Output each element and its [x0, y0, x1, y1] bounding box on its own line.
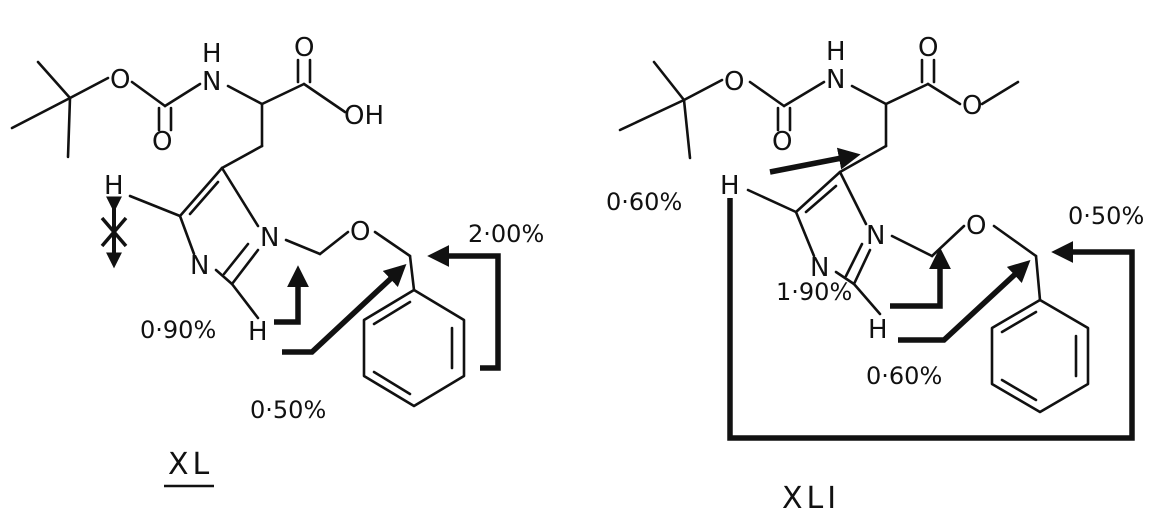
n1-label: N [260, 223, 279, 253]
noe-value-h5-benzylic: 0·50% [1068, 202, 1144, 230]
carbonyl-oxygen-label: O [294, 33, 314, 63]
h5-label: H [104, 171, 124, 201]
h2-label: H [248, 317, 268, 347]
noe-arrow-h2-to-benzylic [898, 260, 1031, 343]
amino-acid-backbone-bonds [838, 58, 1020, 174]
ether-oxygen-label: O [966, 211, 986, 241]
h2-label: H [868, 315, 888, 345]
n3-label: N [190, 251, 209, 281]
carbamate-oxygen-label: O [772, 127, 792, 157]
tert-butyl-group [10, 60, 110, 159]
noe-value-h2-ch2: 0·90% [140, 316, 216, 344]
phenyl-ring [990, 298, 1090, 414]
methoxy-oxygen-label: O [962, 91, 982, 121]
noe-arrow-h2-to-benzylic [282, 264, 407, 355]
boc-carbamate-bonds [130, 80, 202, 132]
h5-label: H [720, 171, 740, 201]
hydroxyl-label: OH [344, 101, 384, 131]
noe-value-h2-benzylic: 0·50% [250, 396, 326, 424]
n3-label: N [810, 253, 829, 283]
compound-label-xl: XL [168, 447, 213, 482]
imidazole-ring [746, 170, 882, 316]
nh-nitrogen-label: N [202, 67, 221, 97]
compound-label-xli: XLI [782, 481, 840, 516]
tert-butyl-group [618, 60, 724, 160]
boc-carbamate-bonds [748, 80, 826, 132]
ether-oxygen-label: O [350, 217, 370, 247]
noe-arrow-h5-to-beta-ch2 [769, 147, 861, 175]
noe-arrow-h5-to-benzylic [727, 198, 1135, 441]
no-enhancement-arrow [100, 196, 128, 269]
n1-label: N [866, 221, 885, 251]
noe-value-h2-ch2: 1·90% [776, 278, 852, 306]
noe-value-benzylic-phenyl: 2·00% [468, 220, 544, 248]
nh-hydrogen-label: H [826, 37, 846, 67]
benzyloxymethyl-bonds [284, 230, 416, 292]
noe-value-h5: 0·60% [606, 188, 682, 216]
benzyloxymethyl-bonds [890, 224, 1042, 302]
imidazole-ring [128, 166, 260, 320]
nh-hydrogen-label: H [202, 39, 222, 69]
ester-oxygen-label: O [110, 65, 130, 95]
structure-xli: O H N O O O H N N H O 0·60% 1·90% 0·60% … [606, 33, 1144, 516]
amino-acid-backbone-bonds [220, 58, 347, 170]
phenyl-ring [362, 288, 466, 408]
nh-nitrogen-label: N [826, 65, 845, 95]
structure-xl: O H N O O OH H N N H O 0·90% 0·50% 2·00% [10, 33, 544, 488]
noe-arrow-benzylic-phenyl [427, 245, 501, 371]
carbamate-oxygen-label: O [152, 127, 172, 157]
noe-arrow-h2-to-ch2 [890, 247, 951, 309]
noe-arrow-h2-to-ch2 [274, 265, 309, 325]
carbonyl-oxygen-label: O [918, 33, 938, 63]
ester-oxygen-label: O [724, 67, 744, 97]
noe-value-h2-benzylic: 0·60% [866, 362, 942, 390]
